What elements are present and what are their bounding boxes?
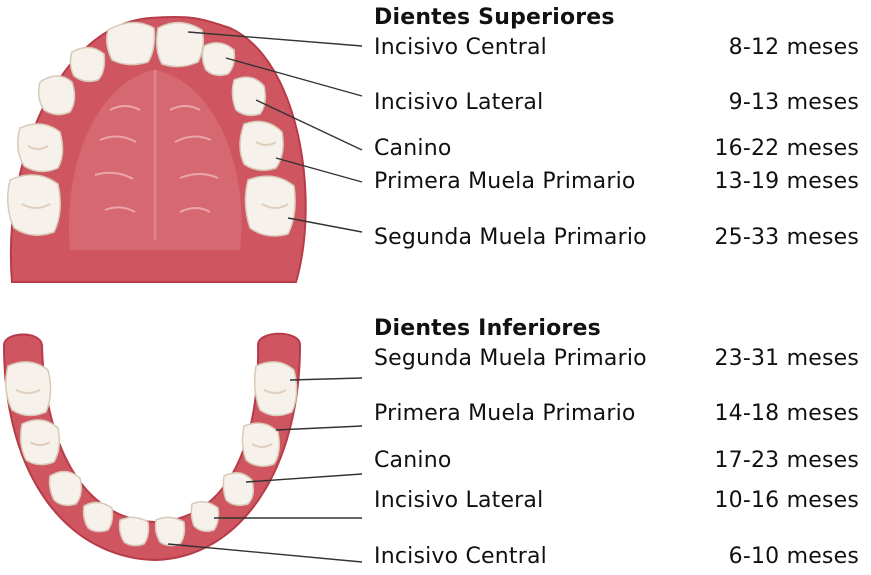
- upper-first-molar-left: [240, 121, 283, 170]
- upper-tooth-age: 9-13 meses: [669, 92, 859, 114]
- upper-tooth-age: 8-12 meses: [669, 37, 859, 59]
- lower-first-molar-left: [242, 423, 279, 466]
- upper-canine-left: [232, 77, 265, 115]
- lower-heading: Dientes Inferiores: [374, 318, 601, 340]
- upper-lateral-incisor-right: [70, 47, 104, 81]
- upper-tooth-age: 16-22 meses: [669, 138, 859, 160]
- lower-lateral-incisor-left: [191, 502, 218, 532]
- upper-second-molar-left: [245, 176, 295, 236]
- upper-tooth-name: Incisivo Lateral: [374, 92, 543, 114]
- upper-canine-right: [39, 76, 75, 115]
- upper-tooth-age: 25-33 meses: [669, 227, 859, 249]
- lower-tooth-name: Segunda Muela Primario: [374, 348, 647, 370]
- lower-lateral-incisor-right: [84, 502, 113, 531]
- upper-heading: Dientes Superiores: [374, 7, 615, 29]
- leader-lower-second-molar: [290, 378, 362, 380]
- lower-central-incisor-left: [156, 517, 185, 545]
- lower-tooth-name: Canino: [374, 450, 452, 472]
- upper-tooth-name: Incisivo Central: [374, 37, 547, 59]
- upper-first-molar-right: [18, 124, 63, 172]
- upper-central-incisor-left: [157, 22, 204, 66]
- lower-tooth-age: 6-10 meses: [669, 546, 859, 568]
- upper-tooth-name: Primera Muela Primario: [374, 171, 636, 193]
- upper-arch: [8, 17, 306, 282]
- lower-tooth-age: 10-16 meses: [669, 490, 859, 512]
- lower-second-molar-right: [6, 362, 51, 416]
- lower-first-molar-right: [21, 420, 60, 465]
- lower-second-molar-left: [255, 362, 297, 416]
- lower-tooth-age: 23-31 meses: [669, 348, 859, 370]
- lower-tooth-name: Primera Muela Primario: [374, 403, 636, 425]
- lower-arch: [4, 334, 300, 560]
- upper-second-molar-right: [8, 175, 61, 235]
- upper-tooth-name: Segunda Muela Primario: [374, 227, 647, 249]
- lower-canine-right: [50, 471, 82, 505]
- leader-lower-central-incisor: [168, 544, 362, 562]
- lower-central-incisor-right: [120, 517, 149, 545]
- lower-canine-left: [223, 473, 253, 506]
- upper-tooth-age: 13-19 meses: [669, 171, 859, 193]
- lower-tooth-age: 17-23 meses: [669, 450, 859, 472]
- upper-central-incisor-right: [107, 22, 155, 64]
- upper-tooth-name: Canino: [374, 138, 452, 160]
- lower-tooth-name: Incisivo Lateral: [374, 490, 543, 512]
- lower-tooth-name: Incisivo Central: [374, 546, 547, 568]
- lower-tooth-age: 14-18 meses: [669, 403, 859, 425]
